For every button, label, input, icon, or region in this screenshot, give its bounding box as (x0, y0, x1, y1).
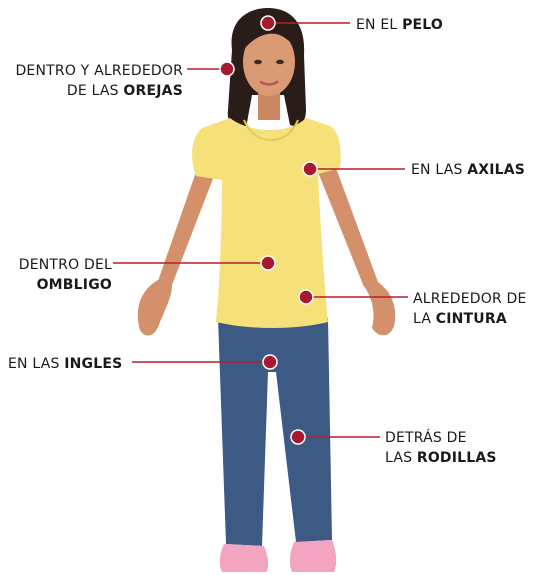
label-rodillas-text: LAS (385, 450, 417, 466)
right-hand (364, 282, 395, 335)
marker-pelo (261, 16, 275, 30)
left-arm (158, 172, 214, 285)
right-shoe (290, 540, 336, 572)
marker-rodillas (291, 430, 305, 444)
label-ombligo-line1: DENTRO DEL (0, 255, 112, 275)
label-ingles-text: EN LAS (8, 356, 64, 372)
label-pelo: EN EL PELO (356, 15, 443, 35)
label-axilas: EN LAS AXILAS (411, 160, 525, 180)
label-pelo-bold: PELO (402, 17, 443, 33)
label-ingles: EN LAS INGLES (8, 354, 122, 374)
marker-axilas (303, 162, 317, 176)
left-eye (254, 60, 262, 64)
right-arm (318, 168, 378, 287)
label-ingles-bold: INGLES (64, 356, 122, 372)
marker-cintura (299, 290, 313, 304)
label-axilas-bold: AXILAS (467, 162, 525, 178)
label-cintura-bold: CINTURA (436, 311, 507, 327)
label-orejas-line1: DENTRO Y ALREDEDOR (0, 61, 183, 81)
label-rodillas-bold: RODILLAS (417, 450, 497, 466)
label-cintura-text: LA (413, 311, 436, 327)
label-orejas-line2: DE LAS OREJAS (0, 81, 183, 101)
marker-orejas (220, 62, 234, 76)
label-orejas: DENTRO Y ALREDEDOR DE LAS OREJAS (0, 61, 183, 101)
label-orejas-text: DE LAS (67, 83, 124, 99)
label-ombligo-line2: OMBLIGO (0, 275, 112, 295)
left-hand (138, 280, 172, 336)
label-ombligo-bold: OMBLIGO (37, 277, 112, 293)
neck (258, 92, 280, 120)
label-rodillas-line2: LAS RODILLAS (385, 448, 497, 468)
right-eye (276, 60, 284, 64)
jeans (218, 318, 332, 546)
label-pelo-text: EN EL (356, 17, 402, 33)
left-shoe (220, 544, 268, 572)
label-rodillas-line1: DETRÁS DE (385, 428, 497, 448)
label-axilas-text: EN LAS (411, 162, 467, 178)
label-ombligo: DENTRO DEL OMBLIGO (0, 255, 112, 295)
label-cintura-line2: LA CINTURA (413, 309, 527, 329)
label-cintura-line1: ALREDEDOR DE (413, 289, 527, 309)
label-rodillas: DETRÁS DE LAS RODILLAS (385, 428, 497, 468)
marker-ingles (263, 355, 277, 369)
label-orejas-bold: OREJAS (123, 83, 183, 99)
marker-ombligo (261, 256, 275, 270)
label-cintura: ALREDEDOR DE LA CINTURA (413, 289, 527, 329)
